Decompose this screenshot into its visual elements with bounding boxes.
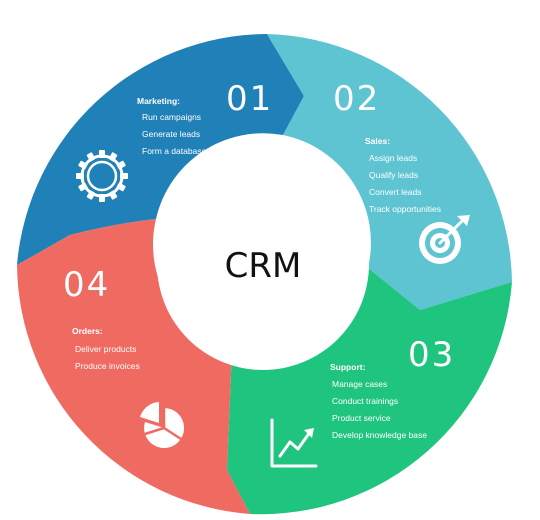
segment-sales-content: 02 Sales: Assign leads Qualify leads Con…	[333, 79, 441, 214]
segment-number: 01	[226, 79, 273, 119]
segment-item: Manage cases	[332, 379, 387, 389]
pie-chart-icon	[140, 402, 185, 448]
segment-item: Form a database	[142, 146, 207, 156]
segment-item: Generate leads	[142, 129, 200, 139]
segment-orders-content: 04 Orders: Deliver products Produce invo…	[63, 265, 140, 371]
segment-number: 04	[63, 265, 110, 305]
segment-number: 03	[408, 335, 455, 375]
center-circle	[157, 158, 369, 370]
segment-title: Orders:	[72, 326, 103, 336]
segment-support	[227, 268, 512, 515]
segment-number: 02	[333, 79, 380, 119]
segment-item: Product service	[332, 413, 391, 423]
segment-item: Convert leads	[369, 187, 421, 197]
segment-item: Deliver products	[75, 344, 136, 354]
segment-item: Produce invoices	[75, 361, 140, 371]
segment-orders	[17, 219, 250, 514]
segment-item: Conduct trainings	[332, 396, 398, 406]
gear-icon	[76, 150, 128, 202]
segment-item: Track opportunities	[369, 204, 441, 214]
segment-item: Assign leads	[369, 153, 417, 163]
segment-marketing	[17, 34, 304, 265]
segment-title: Marketing:	[137, 96, 180, 106]
segment-title: Support:	[330, 362, 366, 372]
segment-support-content: 03 Support: Manage cases Conduct trainin…	[330, 335, 455, 440]
center-label: CRM	[225, 246, 302, 286]
segment-title: Sales:	[365, 136, 390, 146]
segment-item: Develop knowledge base	[332, 430, 427, 440]
target-icon	[419, 215, 470, 264]
growth-chart-icon	[270, 418, 318, 468]
segment-item: Run campaigns	[142, 112, 201, 122]
segment-marketing-content: 01 Marketing: Run campaigns Generate lea…	[137, 79, 273, 156]
segment-item: Qualify leads	[369, 170, 418, 180]
